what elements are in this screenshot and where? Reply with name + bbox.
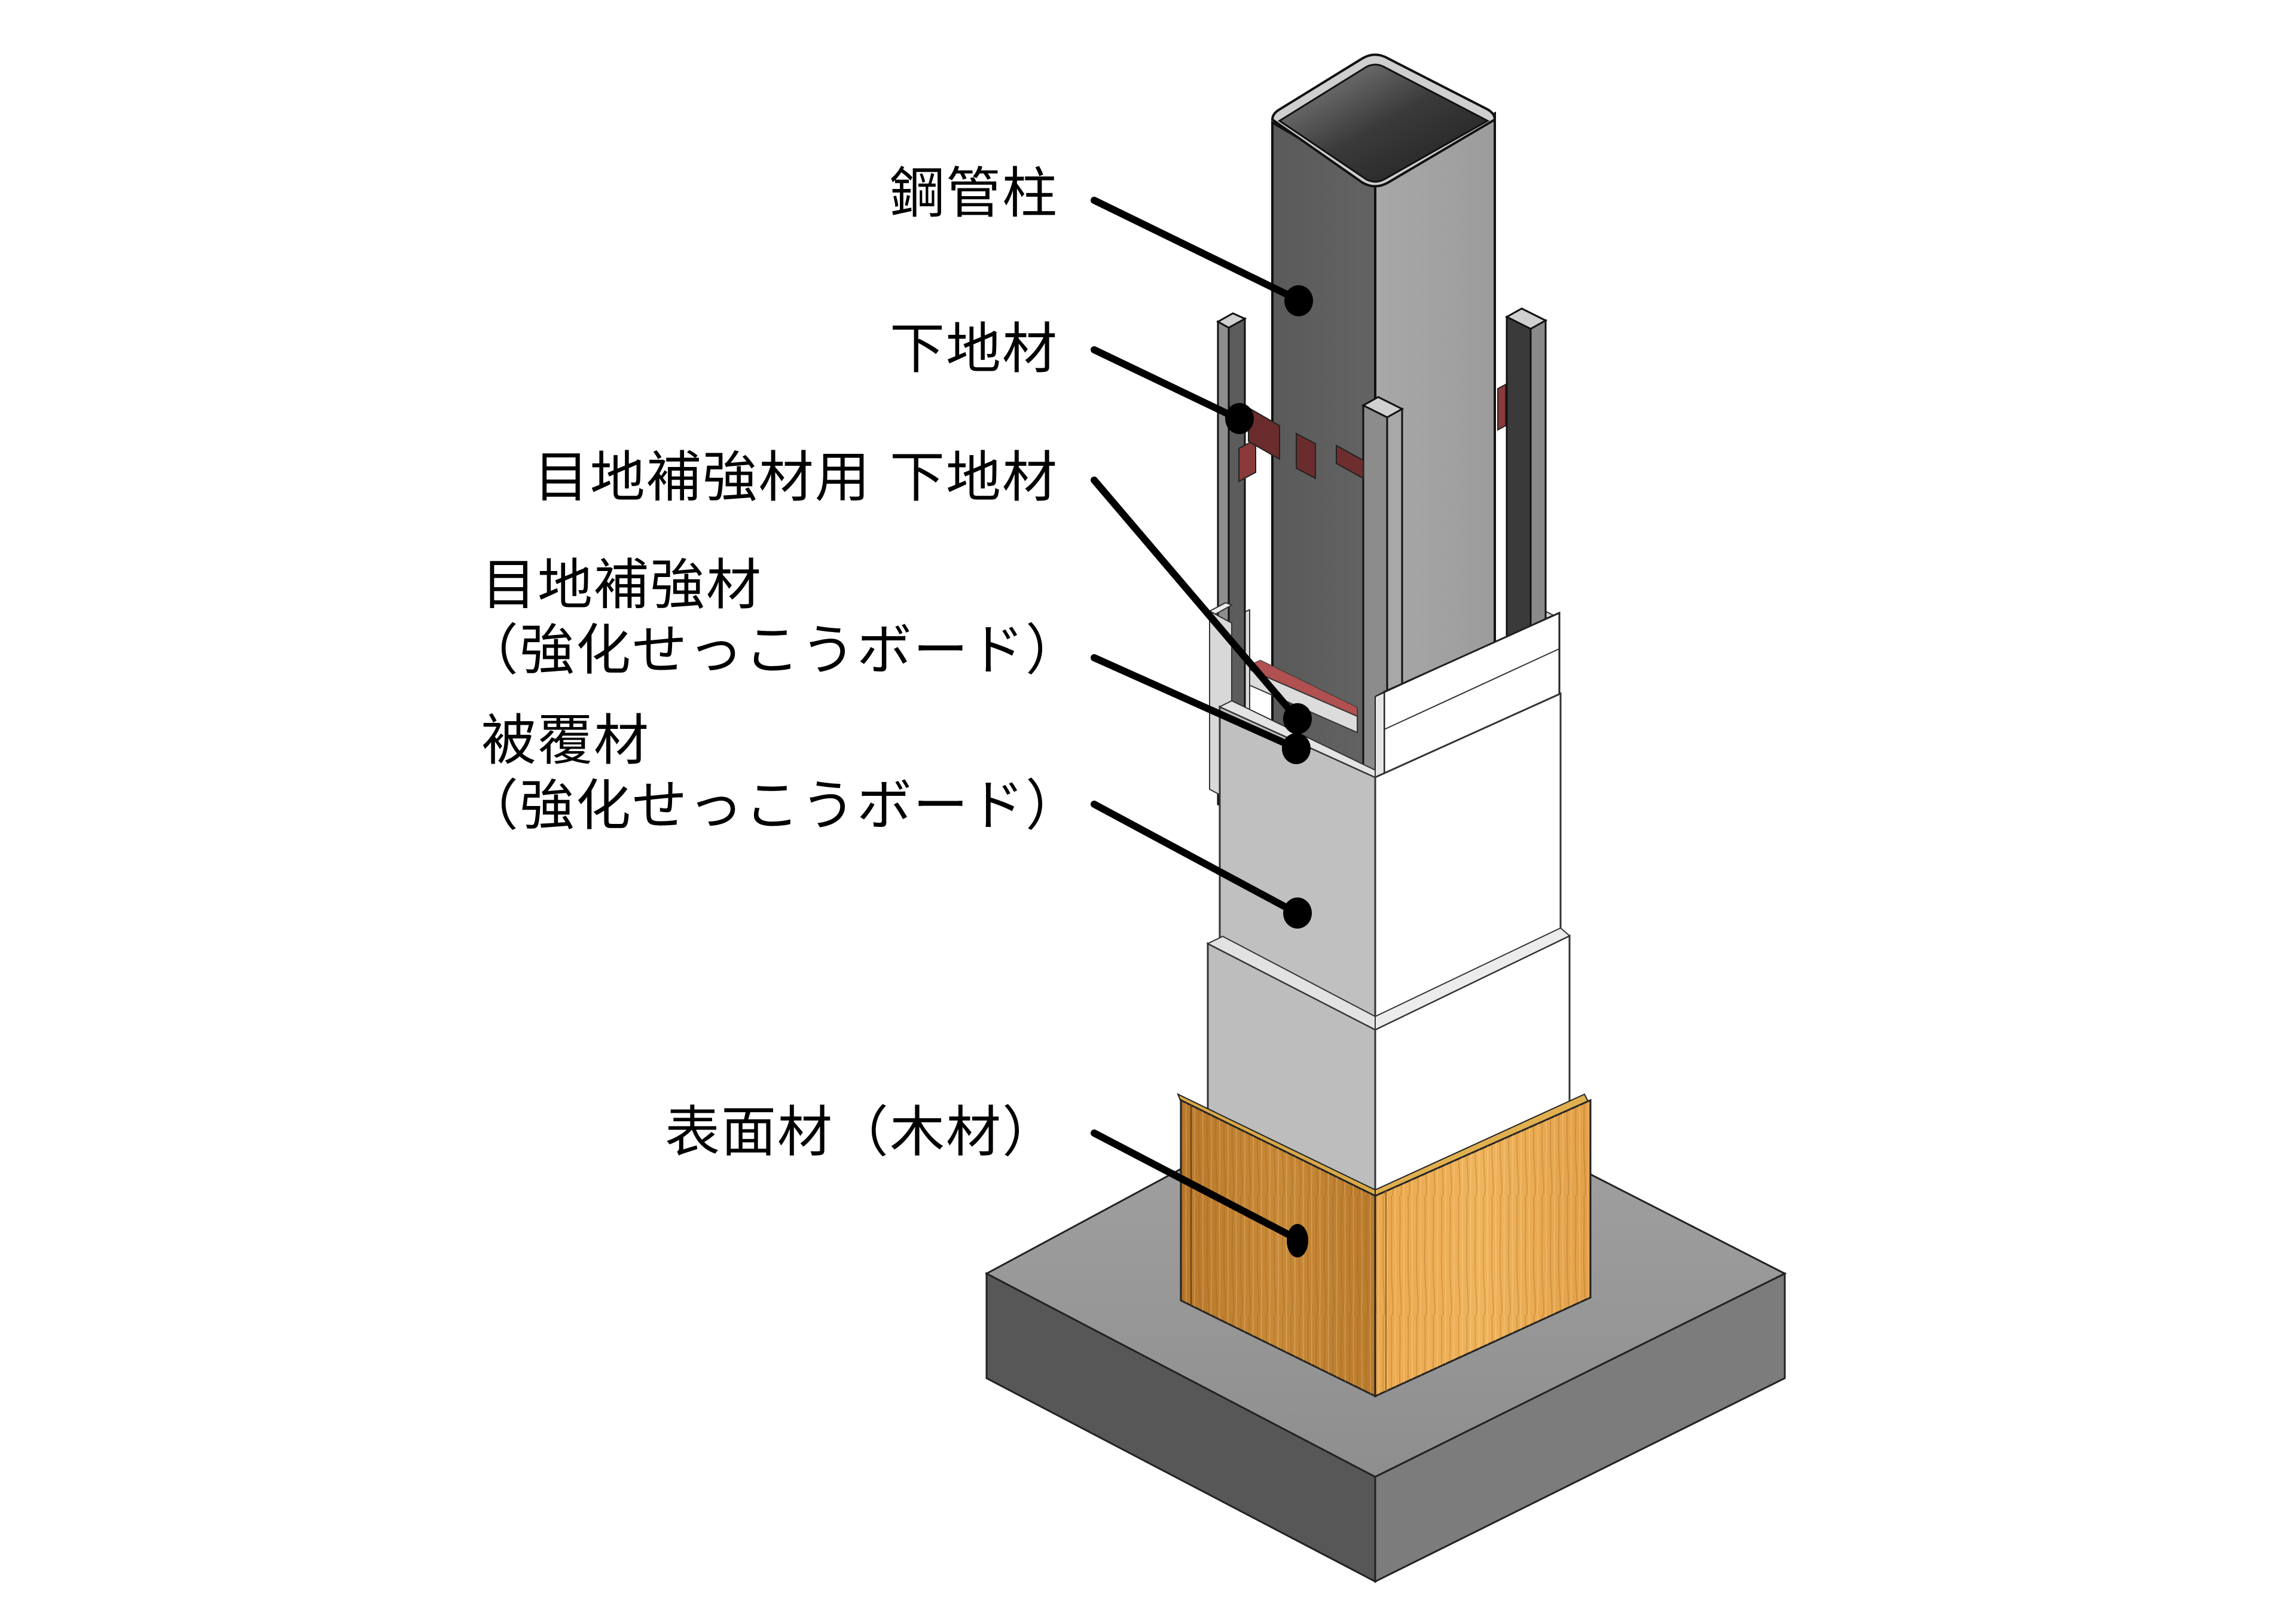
label-joint-stud: 目地補強材用 下地材: [533, 445, 1058, 509]
leader-surface-wood: [1091, 1129, 1298, 1241]
dot-joint-stud: [1283, 703, 1312, 734]
leader-stud: [1091, 346, 1241, 422]
label-stud: 下地材: [889, 317, 1058, 381]
dot-steel-column: [1284, 285, 1313, 316]
label-joint-reinforcement: 目地補強材 （強化せっこうボード）: [463, 553, 1082, 682]
leader-lines: [1091, 197, 1300, 1241]
joint-stud-plates: [1238, 383, 1506, 483]
dot-joint-reinforcement: [1282, 733, 1311, 764]
middle-board-layer: [1218, 692, 1562, 1030]
leader-joint-reinforcement: [1091, 654, 1298, 751]
wood-surface-material: [1177, 1092, 1592, 1398]
joint-reinforcement-board: [1249, 660, 1358, 734]
dot-covering: [1283, 897, 1312, 929]
label-steel-column: 鋼管柱: [889, 161, 1058, 225]
leader-joint-stud: [1091, 477, 1300, 721]
label-surface-wood: 表面材（木材）: [664, 1100, 1058, 1164]
leader-steel-column: [1091, 197, 1300, 303]
label-covering: 被覆材 （強化せっこうボード）: [463, 709, 1082, 838]
dot-stud: [1225, 403, 1254, 434]
dot-surface-wood: [1287, 1224, 1308, 1257]
leader-dots: [1225, 285, 1313, 1257]
leader-covering: [1091, 801, 1298, 915]
